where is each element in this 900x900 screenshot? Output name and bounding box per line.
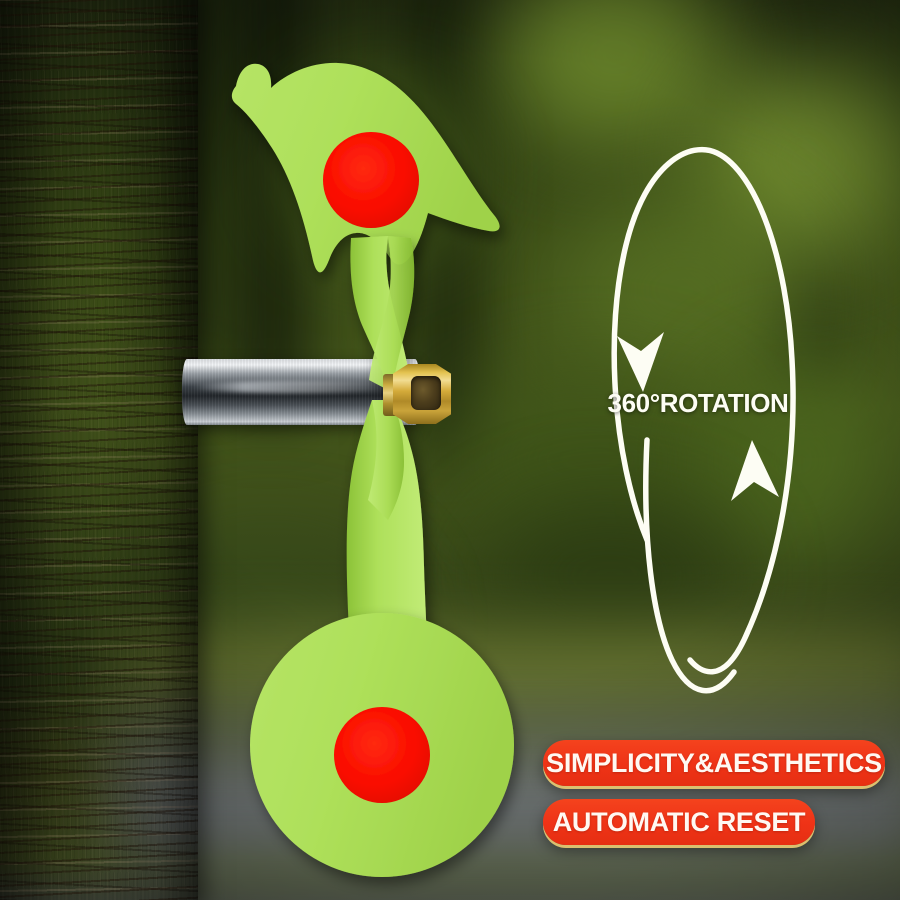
brass-hex-nut xyxy=(393,364,451,424)
feature-badge-simplicity: SIMPLICITY&AESTHETICS xyxy=(543,740,885,786)
trunk-shading xyxy=(0,0,198,900)
twisted-spring-strap-lower xyxy=(346,400,428,668)
rotation-ellipse xyxy=(611,146,796,675)
rotation-arrow-down xyxy=(617,332,664,392)
tree-trunk xyxy=(0,0,198,900)
rotation-ellipse-lower xyxy=(643,437,737,694)
round-bullseye xyxy=(334,707,430,803)
rotation-label: 360°ROTATION xyxy=(607,388,789,418)
feature-badge-automatic-reset: AUTOMATIC RESET xyxy=(543,799,815,845)
bolt-thread-face xyxy=(411,376,441,410)
bird-bullseye xyxy=(323,132,419,228)
rod-highlight xyxy=(191,381,401,394)
strap-twist-upper xyxy=(369,236,415,392)
rotation-arrow-up xyxy=(731,440,779,501)
strap-twist-lower xyxy=(368,400,404,520)
